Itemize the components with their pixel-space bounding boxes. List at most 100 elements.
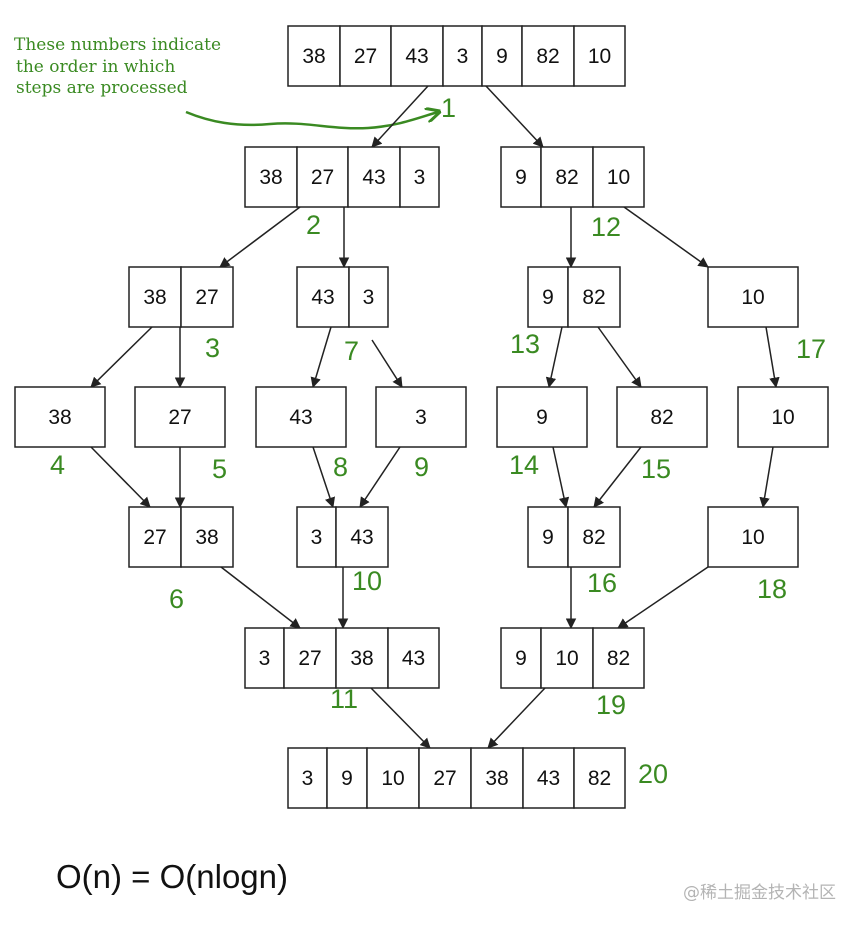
array-box-n10: 3 43 (296, 506, 389, 568)
array-cell-value: 43 (311, 286, 334, 309)
array-cell-value: 10 (555, 647, 578, 670)
array-cell-value: 38 (143, 286, 166, 309)
edge-arrow (371, 339, 403, 388)
array-cell (592, 146, 645, 208)
step-number-label: 9 (414, 452, 429, 482)
array-cell-value: 82 (650, 406, 673, 429)
edge-arrow (593, 446, 642, 508)
step-number-label: 14 (509, 450, 539, 480)
array-cell (707, 266, 799, 328)
array-cell-value: 38 (195, 526, 218, 549)
edges (90, 85, 780, 749)
annotation-line: These numbers indicate (14, 35, 221, 55)
array-cell-value: 3 (311, 526, 323, 549)
array-cell (287, 747, 328, 809)
step-number-label: 12 (591, 212, 621, 242)
array-cell-value: 9 (542, 526, 554, 549)
array-cell-value: 82 (607, 647, 630, 670)
edge-arrow (545, 326, 563, 389)
annotation-line: steps are processed (16, 78, 188, 98)
array-cell (567, 266, 621, 328)
edge-arrow (371, 85, 429, 148)
array-cell-value: 9 (515, 647, 527, 670)
array-cell (481, 25, 523, 87)
step-number-label: 16 (587, 568, 617, 598)
array-cell (348, 266, 389, 328)
step-number-label: 15 (641, 454, 671, 484)
array-cell (418, 747, 472, 809)
array-cell-value: 3 (259, 647, 271, 670)
array-cell-value: 10 (771, 406, 794, 429)
array-cell (375, 386, 467, 448)
array-box-n18: 10 (707, 506, 799, 568)
array-cell (128, 266, 182, 328)
edge-arrow (487, 687, 546, 749)
step-number-label: 3 (205, 333, 220, 363)
array-cell-value: 3 (363, 286, 375, 309)
array-cell-value: 27 (168, 406, 191, 429)
array-cell (180, 266, 234, 328)
array-cell-value: 3 (414, 166, 426, 189)
array-cell-value: 82 (582, 286, 605, 309)
array-cell-value: 82 (588, 767, 611, 790)
array-cell (180, 506, 234, 568)
array-box-n15: 82 (616, 386, 708, 448)
edge-arrow (310, 326, 332, 389)
array-box-n17: 10 (707, 266, 799, 328)
array-cell (573, 747, 626, 809)
array-cell (255, 386, 347, 448)
array-cell (287, 25, 341, 87)
array-cell (244, 627, 285, 689)
array-cell (496, 386, 588, 448)
array-cell-value: 82 (582, 526, 605, 549)
array-cell-value: 27 (354, 45, 377, 68)
array-cell-value: 27 (298, 647, 321, 670)
array-cell (296, 146, 349, 208)
array-cell-value: 38 (48, 406, 71, 429)
array-cell (442, 25, 483, 87)
array-cell (592, 627, 645, 689)
edge-arrow (90, 326, 153, 388)
array-cell (283, 627, 337, 689)
edge-arrow (617, 566, 709, 629)
step-number-label: 6 (169, 584, 184, 614)
array-cell (707, 506, 799, 568)
edge-arrow (552, 446, 570, 509)
array-cell (399, 146, 440, 208)
step-number-label: 8 (333, 452, 348, 482)
annotation-note: These numbers indicate the order in whic… (14, 35, 456, 130)
step-number-label: 5 (212, 454, 227, 484)
edge-arrow (90, 446, 151, 508)
array-box-n7: 43 3 (296, 266, 389, 328)
array-cell-value: 9 (496, 45, 508, 68)
array-box-n6: 27 38 (128, 506, 234, 568)
edge-arrow (765, 326, 780, 389)
array-cell-value: 38 (259, 166, 282, 189)
array-cell (296, 266, 350, 328)
array-cell (366, 747, 420, 809)
array-cell (339, 25, 392, 87)
array-cell-value: 9 (515, 166, 527, 189)
array-cell (335, 506, 389, 568)
array-cell (347, 146, 401, 208)
edge-arrow (220, 566, 301, 629)
array-box-n8: 43 (255, 386, 347, 448)
array-cell-value: 9 (341, 767, 353, 790)
array-cell-value: 9 (536, 406, 548, 429)
array-cell-value: 43 (537, 767, 560, 790)
array-cell-value: 10 (741, 526, 764, 549)
array-box-n4: 38 (14, 386, 106, 448)
array-cell-value: 43 (350, 526, 373, 549)
array-cell-value: 27 (195, 286, 218, 309)
array-cell-value: 27 (433, 767, 456, 790)
array-cell-value: 27 (143, 526, 166, 549)
step-number-label: 10 (352, 566, 382, 596)
array-cell (387, 627, 440, 689)
